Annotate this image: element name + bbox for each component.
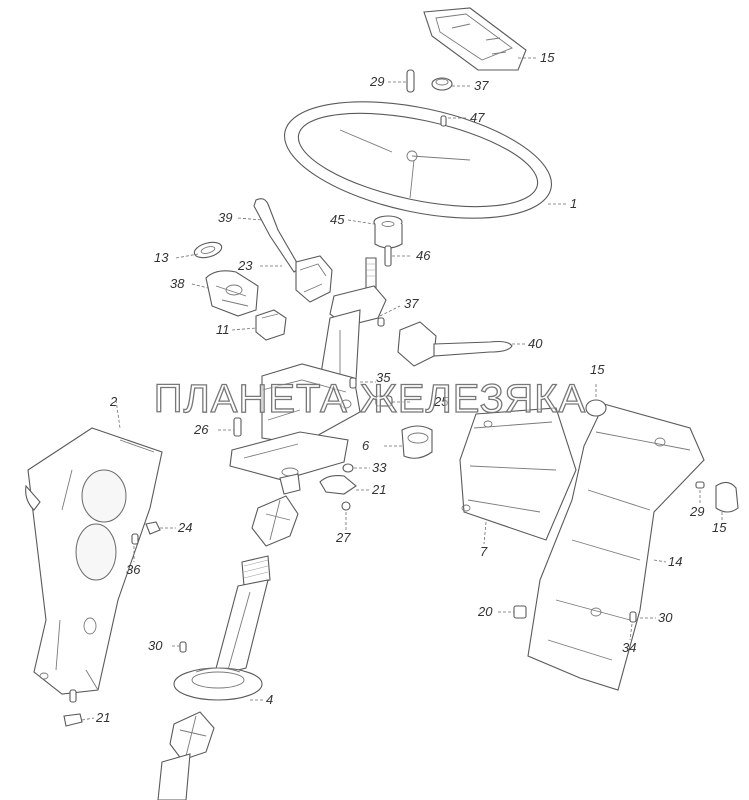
callout-13: 13 (154, 250, 169, 265)
callout-21: 21 (95, 710, 110, 725)
part-23-switch (295, 255, 333, 303)
callout-23: 23 (237, 258, 253, 273)
part-29-pin-right (695, 481, 705, 489)
part-15-bushing-top (585, 399, 607, 417)
callout-29-right: 29 (689, 504, 704, 519)
callout-37-lower: 36 (126, 562, 141, 577)
callout-39: 39 (218, 210, 232, 225)
watermark-text: ПЛАНЕТА ЖЕЛЕЗЯКА (154, 377, 586, 421)
callout-47: 47 (470, 110, 485, 125)
callout-25: 25 (433, 394, 449, 409)
leader-lines (81, 57, 723, 721)
part-33-nut (342, 463, 354, 473)
callout-40: 40 (528, 336, 543, 351)
part-37-screw-lower (131, 533, 139, 545)
callout-38: 38 (170, 276, 185, 291)
callout-34: 37 (404, 296, 419, 311)
callout-14: 14 (668, 554, 682, 569)
callout-20: 21 (371, 482, 386, 497)
callout-30-right: 30 (658, 610, 673, 625)
part-21-nut (63, 689, 83, 727)
part-25-clip (375, 395, 393, 407)
callout-15-right: 15 (712, 520, 727, 535)
part-40-stalk-switch (397, 321, 513, 367)
part-2-left-bracket (25, 427, 163, 695)
callout-36: 34 (622, 640, 636, 655)
part-20-bracket (319, 475, 357, 495)
part-30-screw-right (629, 611, 637, 623)
part-47-screw (440, 115, 447, 127)
part-universal-joint-upper (213, 473, 301, 677)
part-24-nut (145, 521, 161, 535)
part-34-screw (377, 317, 385, 327)
callout-15-top: 15 (590, 362, 605, 377)
part-column-mount (229, 363, 361, 481)
callout-35: 37 (474, 78, 489, 93)
part-13-washer (193, 241, 223, 259)
callout-24: 24 (177, 520, 192, 535)
part-8-wheel-cover (423, 7, 527, 71)
part-27-washer (341, 501, 351, 511)
part-26-bolt (233, 417, 242, 437)
callout-18: 20 (477, 604, 493, 619)
part-18-clip (513, 605, 527, 619)
callout-46: 46 (416, 248, 431, 263)
callout-labels: 15 29 37 47 1 45 46 39 13 23 38 11 37 40… (95, 50, 727, 725)
part-4-boot (173, 667, 263, 701)
callout-37-top: 35 (376, 370, 391, 385)
callout-11: 11 (216, 322, 230, 337)
part-29-pin-top (406, 69, 415, 93)
part-7-panel (459, 407, 577, 541)
callout-45: 45 (330, 212, 345, 227)
part-1-steering-wheel (283, 101, 553, 219)
part-38-switch-housing (205, 270, 259, 317)
part-universal-joint-lower (157, 711, 215, 800)
callout-1: 1 (570, 196, 577, 211)
part-39-stalk-lever (253, 198, 301, 273)
part-11-block (255, 309, 287, 341)
part-46-bolt (384, 245, 392, 267)
part-45-hub (373, 215, 403, 249)
callout-30-lower: 30 (148, 638, 163, 653)
part-35-nut-top (431, 77, 453, 91)
part-6-clamp (401, 425, 433, 459)
callout-2: 2 (109, 394, 118, 409)
callout-27: 27 (335, 530, 351, 545)
part-15-bushing-right (715, 481, 739, 513)
callout-29-top: 29 (369, 74, 384, 89)
callout-4: 4 (266, 692, 273, 707)
callout-26: 26 (193, 422, 209, 437)
callout-7: 7 (480, 544, 488, 559)
part-14-right-bracket (527, 403, 705, 691)
callout-8: 15 (540, 50, 555, 65)
callout-33: 33 (372, 460, 387, 475)
part-30-pin-lower (179, 641, 187, 653)
part-37-screw-top (349, 377, 357, 389)
callout-6: 6 (362, 438, 370, 453)
